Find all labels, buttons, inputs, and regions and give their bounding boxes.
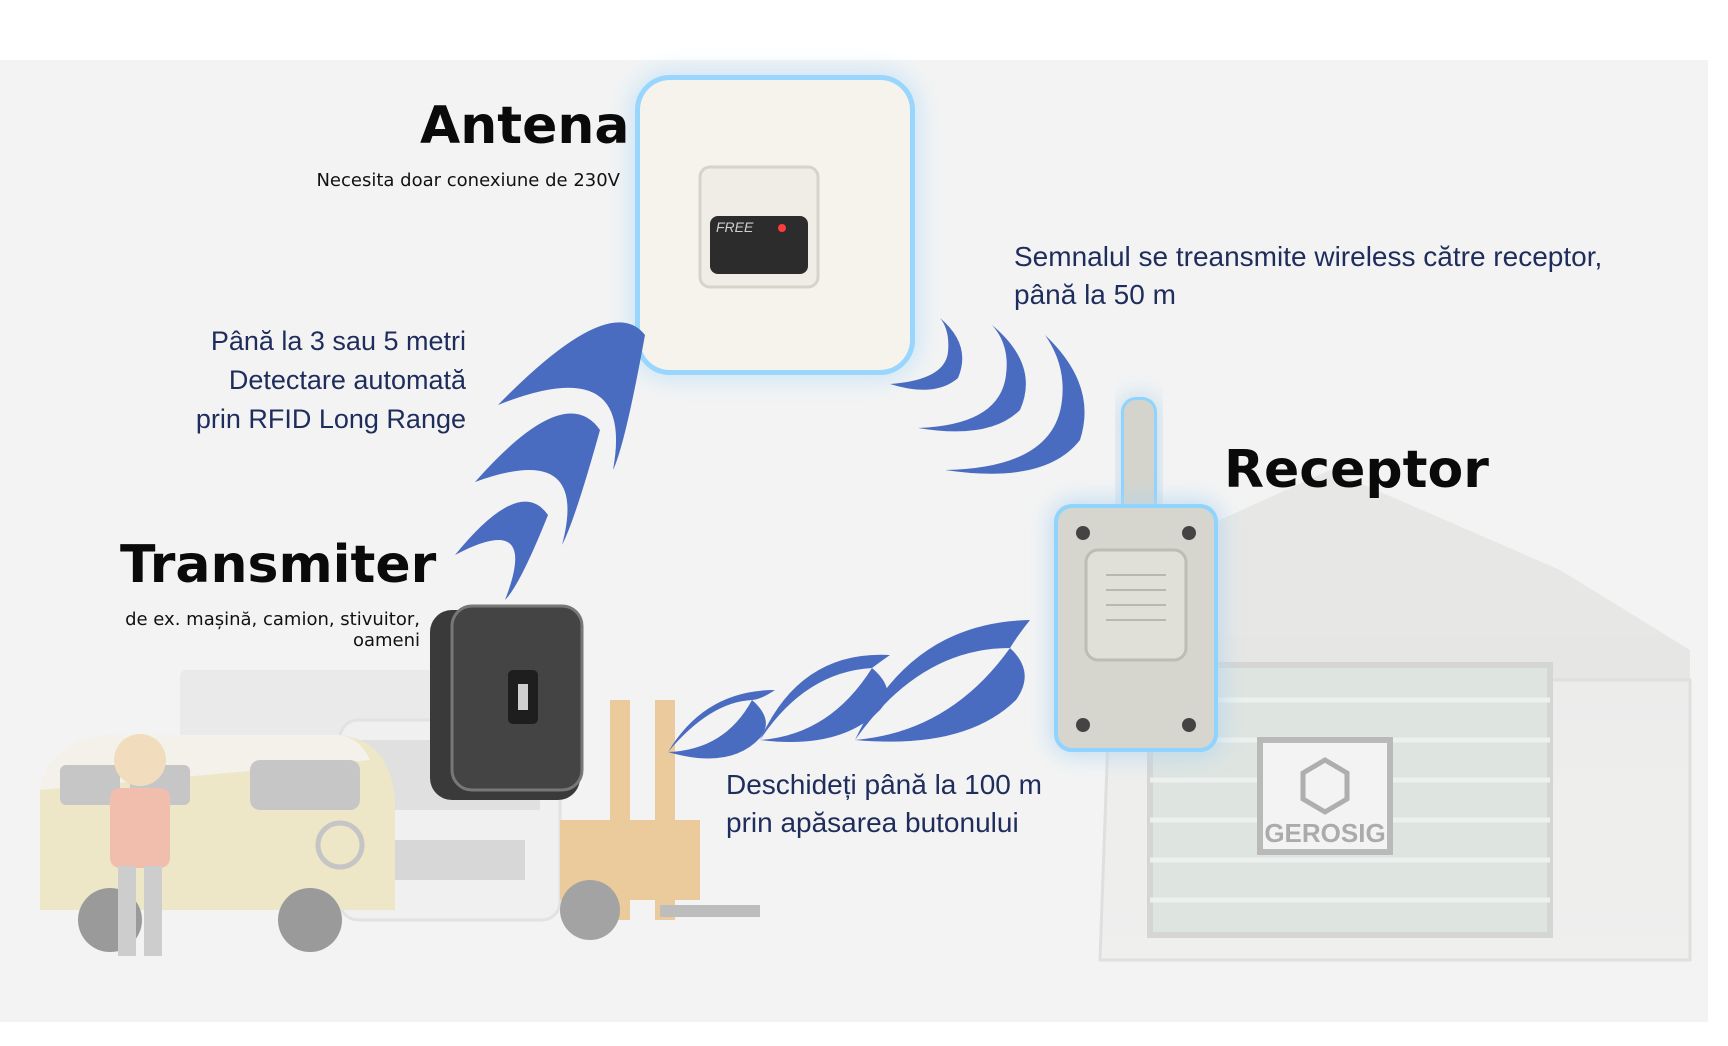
vehicles-illustration [40,670,760,956]
wireless-description: Semnalul se treansmite wireless către re… [1014,238,1664,314]
transmitter-tag [430,604,584,800]
signal-waves-transmitter-to-receptor [668,620,1030,759]
antenna-brand-label: FREE [716,219,754,235]
transmitter-subtitle: de ex. mașină, camion, stivuitor, oameni [125,609,420,651]
range-line-1: Până la 3 sau 5 metri [210,326,466,356]
range-line-2: Detectare automată [228,365,466,395]
signal-waves-antenna-to-receptor [890,318,1085,474]
antenna-device [635,75,915,375]
antenna-title: Antena [420,96,630,156]
range-description: Până la 3 sau 5 metri Detectare automată… [150,322,466,439]
wireless-line-1: Semnalul se treansmite wireless către re… [1014,241,1603,272]
antenna-subtitle: Necesita doar conexiune de 230V [316,170,620,191]
receptor-device [1054,397,1218,752]
open-line-1: Deschideți până la 100 m [726,769,1042,800]
receptor-title: Receptor [1224,440,1489,500]
signal-waves-transmitter-to-antenna [455,322,645,600]
open-line-2: prin apăsarea butonului [726,807,1019,838]
garage-logo-text: GEROSIG [1264,818,1385,848]
wireless-line-2: până la 50 m [1014,279,1176,310]
transmitter-title: Transmiter [120,535,437,595]
range-line-3: prin RFID Long Range [195,404,466,434]
open-description: Deschideți până la 100 m prin apăsarea b… [726,766,1126,842]
